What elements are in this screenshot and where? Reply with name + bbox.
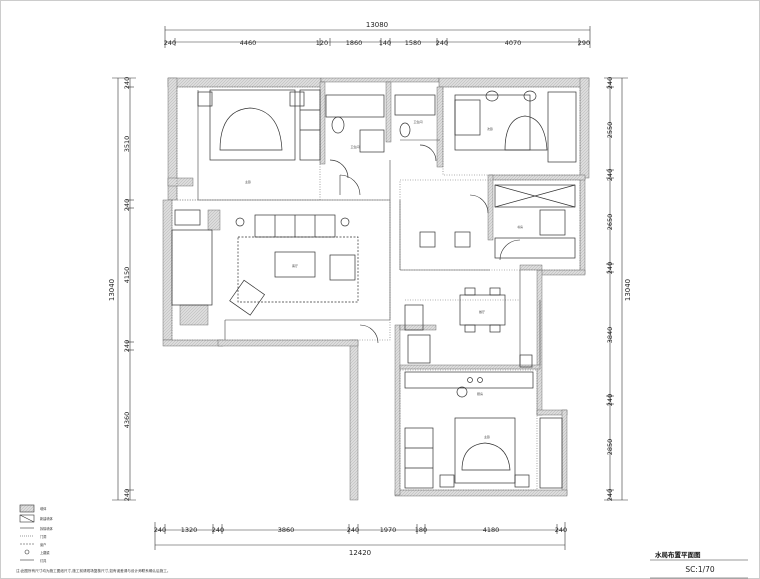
svg-text:240: 240 [606, 394, 614, 406]
svg-text:墙体: 墙体 [40, 506, 47, 511]
svg-text:灯具: 灯具 [40, 558, 47, 563]
top-total-dimension: 13080 [366, 21, 388, 29]
svg-text:240: 240 [123, 77, 131, 89]
svg-text:240: 240 [436, 39, 448, 47]
room-label-bottom-bedroom: 主卧 [484, 434, 490, 439]
svg-text:3840: 3840 [606, 327, 614, 344]
svg-text:4070: 4070 [505, 39, 522, 47]
right-dimensions [604, 77, 628, 501]
svg-text:1860: 1860 [346, 39, 363, 47]
study-furniture [494, 184, 576, 259]
top-dimensions [164, 26, 591, 48]
svg-text:拆除墙体: 拆除墙体 [40, 526, 54, 531]
bottom-total-dimension: 12420 [349, 549, 371, 557]
second-bedroom-furniture [454, 90, 577, 163]
dining-furniture [404, 231, 533, 368]
svg-text:2850: 2850 [606, 439, 614, 456]
bottom-bedroom-furniture [404, 417, 563, 489]
svg-text:上翻梁: 上翻梁 [40, 550, 50, 555]
svg-text:240: 240 [555, 526, 567, 534]
svg-text:新建墙体: 新建墙体 [40, 516, 54, 521]
bottom-segment-labels: 240 1320 240 3860 240 1970 180 4180 240 [154, 526, 567, 534]
svg-text:3860: 3860 [278, 526, 295, 534]
svg-text:4150: 4150 [123, 267, 131, 284]
bottom-dimensions [154, 522, 566, 550]
living-room-furniture [171, 209, 359, 316]
right-segment-labels: 240 2550 240 2650 240 3840 240 2850 240 [606, 77, 614, 501]
left-total-dimension: 13040 [108, 279, 116, 301]
room-label-kitchen: 厨房 [477, 391, 483, 396]
svg-text:180: 180 [415, 526, 427, 534]
title-block [650, 559, 748, 579]
walls [162, 77, 590, 501]
room-label-study: 书房 [517, 224, 523, 229]
dotted-outlines [171, 86, 581, 491]
bathroom-top-fixtures [325, 94, 437, 179]
left-dimensions [112, 77, 136, 501]
room-label-second-bedroom: 次卧 [487, 126, 493, 131]
room-label-master-bedroom: 主卧 [245, 179, 251, 184]
legend-labels: 墙体 新建墙体 拆除墙体 门洞 窗户 上翻梁 灯具 [40, 506, 54, 563]
svg-text:240: 240 [347, 526, 359, 534]
svg-text:窗户: 窗户 [40, 542, 46, 547]
svg-text:2650: 2650 [606, 214, 614, 231]
top-segment-labels: 240 4460 120 1860 140 1580 240 4070 290 [164, 39, 590, 47]
room-label-living-room: 客厅 [292, 263, 298, 268]
svg-text:240: 240 [154, 526, 166, 534]
svg-text:4460: 4460 [240, 39, 257, 47]
right-total-dimension: 13040 [624, 279, 632, 301]
master-bedroom-bed [197, 89, 321, 161]
drawing-scale: SC:1/70 [685, 565, 715, 574]
legend [19, 504, 35, 561]
kitchen-counter [404, 371, 534, 398]
door-swings [339, 174, 521, 344]
svg-text:240: 240 [123, 340, 131, 352]
svg-text:240: 240 [123, 489, 131, 501]
svg-text:4360: 4360 [123, 412, 131, 429]
svg-text:240: 240 [212, 526, 224, 534]
svg-text:4180: 4180 [483, 526, 500, 534]
svg-text:3510: 3510 [123, 136, 131, 153]
svg-text:240: 240 [164, 39, 176, 47]
room-label-bathroom-1: 卫生间 [350, 144, 359, 149]
svg-text:240: 240 [606, 77, 614, 89]
left-segment-labels: 240 3510 240 4150 240 4360 240 [123, 77, 131, 501]
svg-text:240: 240 [606, 489, 614, 501]
svg-text:140: 140 [379, 39, 391, 47]
svg-text:120: 120 [316, 39, 328, 47]
svg-text:240: 240 [606, 169, 614, 181]
svg-text:1580: 1580 [405, 39, 422, 47]
svg-text:1320: 1320 [181, 526, 198, 534]
drawing-note: 注:此图所有尺寸均为施工图纸尺寸,施工前请现场复核尺寸,如有误差请与设计师联系确… [16, 568, 170, 573]
svg-text:240: 240 [606, 262, 614, 274]
room-label-bathroom-2: 卫生间 [413, 119, 422, 124]
room-label-dining: 餐厅 [479, 309, 485, 314]
svg-text:2550: 2550 [606, 122, 614, 139]
svg-text:1970: 1970 [380, 526, 397, 534]
svg-text:240: 240 [123, 199, 131, 211]
svg-text:290: 290 [578, 39, 590, 47]
svg-text:门洞: 门洞 [40, 534, 46, 539]
drawing-title: 水局布置平面图 [655, 550, 701, 559]
